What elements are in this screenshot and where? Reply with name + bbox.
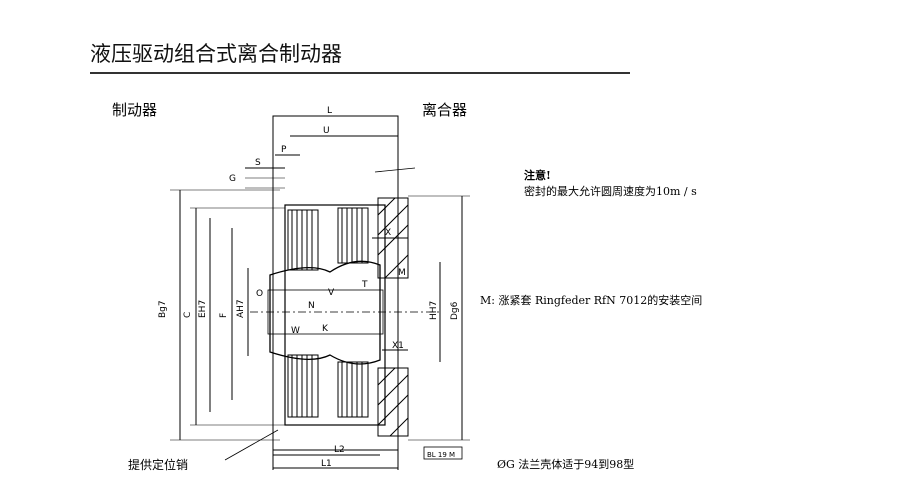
dim-T-text: T <box>361 280 368 290</box>
dowel-pin-note: 提供定位销 <box>128 458 189 472</box>
dim-S-text: S <box>255 158 261 168</box>
dim-X1-text: X1 <box>392 341 404 351</box>
dim-X-text: X <box>385 228 391 238</box>
dim-V-text: V <box>328 288 335 298</box>
title-underline <box>90 72 630 74</box>
dim-M-text: M <box>398 268 406 278</box>
brake-disc-stack <box>287 209 319 418</box>
dim-O-text: O <box>256 289 263 299</box>
shaft-bore <box>267 289 384 335</box>
hub-section <box>269 260 381 365</box>
dim-U-text: U <box>323 126 330 136</box>
dowel-pin-leader <box>224 429 279 461</box>
dim-C-text: C <box>183 312 193 318</box>
dim-L1-text: L1 <box>321 459 332 469</box>
hatched-flange <box>377 197 409 437</box>
dim-D-text: Dg6 <box>450 301 460 320</box>
dim-H-text: HH7 <box>429 301 439 320</box>
dim-N-text: N <box>308 301 315 311</box>
clutch-disc-stack <box>337 207 369 418</box>
dim-A-text: AH7 <box>236 299 246 318</box>
mounting-space-note: M: 涨紧套 Ringfeder RfN 7012的安装空间 <box>480 294 703 307</box>
dim-E-text: EH7 <box>198 300 208 318</box>
dim-G-text: G <box>229 174 236 184</box>
dim-L-text: L <box>327 106 332 116</box>
flange-body <box>284 204 386 426</box>
dim-F-text: F <box>219 313 229 318</box>
drawing-id-box <box>423 446 463 460</box>
note-title: 注意! <box>524 169 551 182</box>
dim-B-text: Bg7 <box>158 300 168 318</box>
flange-housing-note: ØG 法兰壳体适于94到98型 <box>497 458 635 471</box>
note-text: 密封的最大允许圆周速度为10m / s <box>524 185 697 198</box>
dim-K-text: K <box>322 324 329 334</box>
clutch-label: 离合器 <box>422 101 468 119</box>
drawing-id-text: BL 19 M <box>427 451 455 459</box>
dim-L2-text: L2 <box>334 445 345 455</box>
note-leader <box>374 167 416 173</box>
dim-P-text: P <box>281 145 287 155</box>
page-title: 液压驱动组合式离合制动器 <box>90 42 342 66</box>
brake-label: 制动器 <box>112 101 158 119</box>
dim-W-text: W <box>291 326 300 336</box>
